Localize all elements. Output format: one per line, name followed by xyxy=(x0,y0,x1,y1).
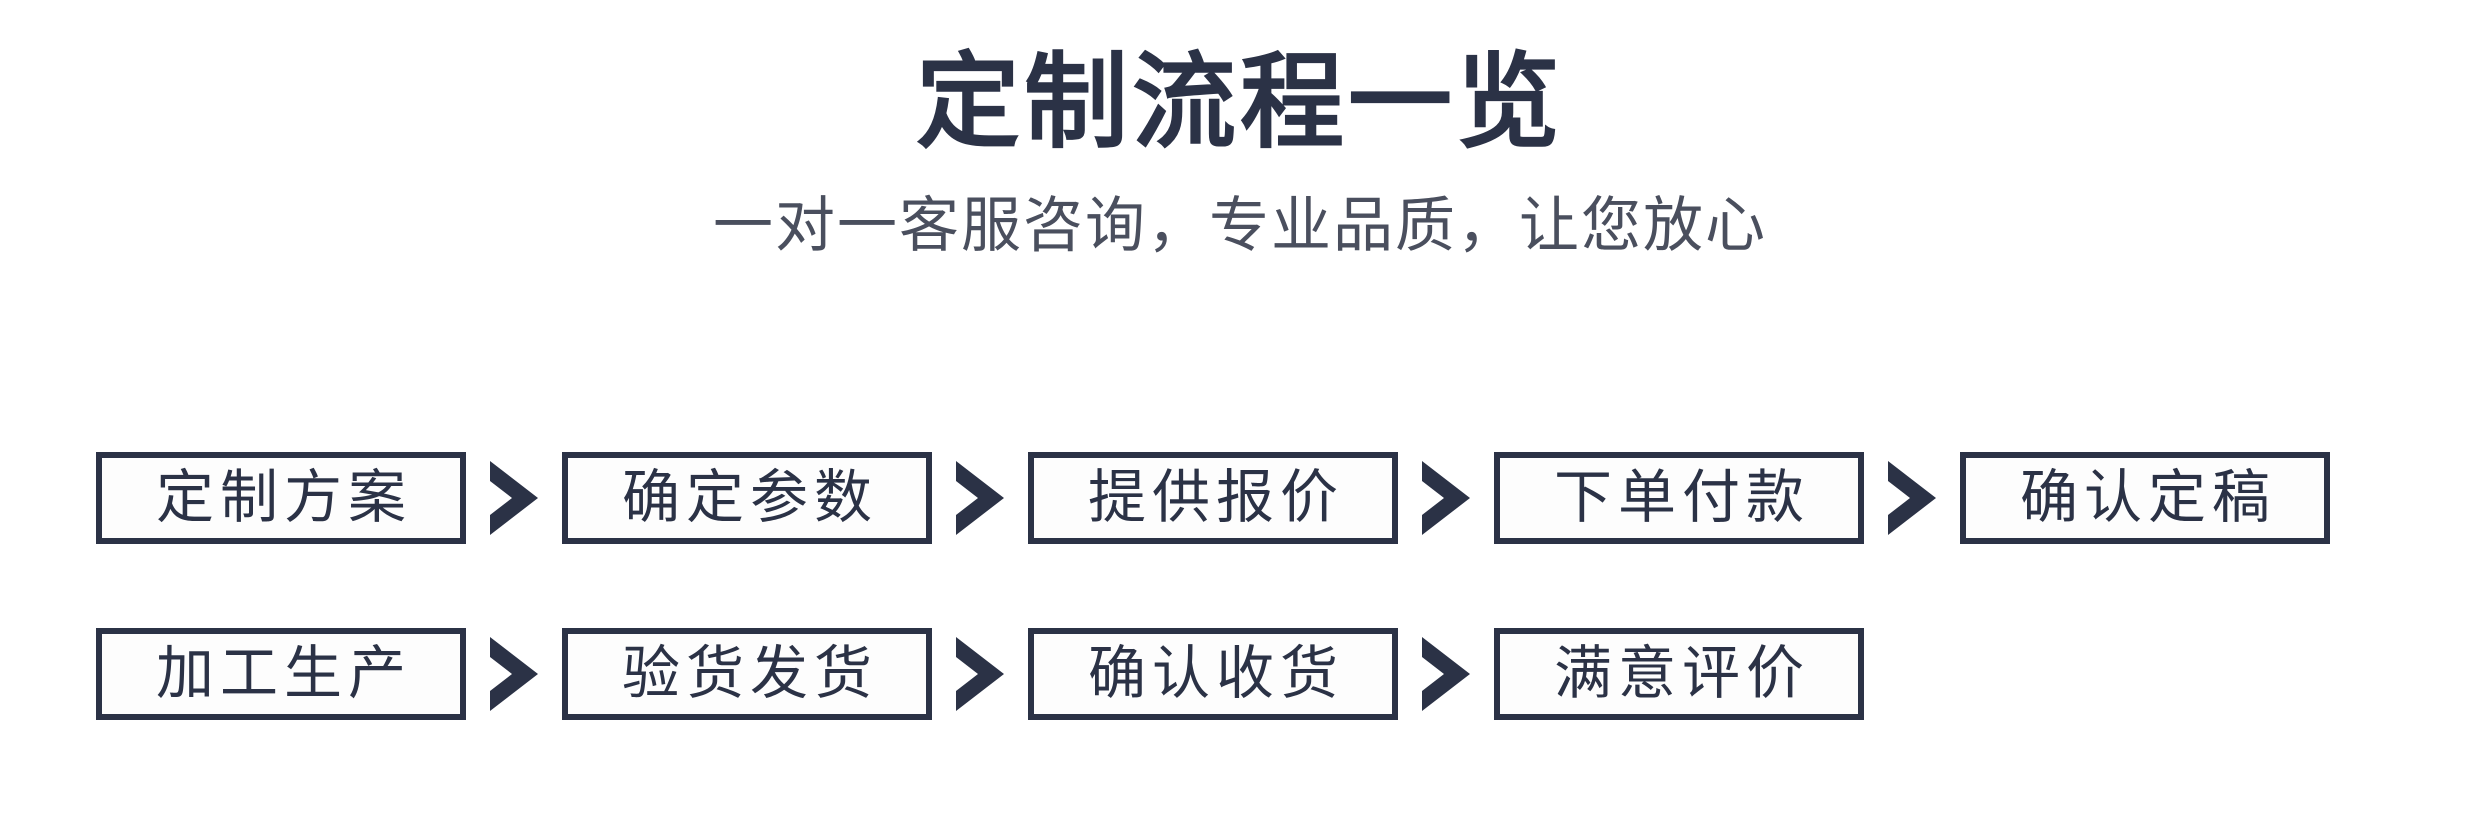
process-step-2[interactable]: 确定参数 xyxy=(562,452,932,544)
chevron-right-icon xyxy=(1398,452,1494,544)
page-subtitle: 一对一客服咨询，专业品质，让您放心 xyxy=(713,191,1767,259)
process-step-label: 确认收货 xyxy=(1087,641,1344,706)
process-step-3[interactable]: 提供报价 xyxy=(1028,452,1398,544)
process-step-label: 验货发货 xyxy=(621,641,878,706)
process-step-9[interactable]: 满意评价 xyxy=(1494,628,1864,720)
process-step-label: 确定参数 xyxy=(621,465,878,530)
heading-block: 定制流程一览 一对一客服咨询，专业品质，让您放心 xyxy=(0,0,2480,260)
page-title: 定制流程一览 xyxy=(915,45,1564,161)
process-step-6[interactable]: 加工生产 xyxy=(96,628,466,720)
chevron-right-icon xyxy=(1864,452,1960,544)
process-step-8[interactable]: 确认收货 xyxy=(1028,628,1398,720)
chevron-right-icon xyxy=(932,628,1028,720)
process-flow-row-1: 定制方案 确定参数 提供报价 xyxy=(96,452,2456,544)
process-step-5[interactable]: 确认定稿 xyxy=(1960,452,2330,544)
process-flow-row-2: 加工生产 验货发货 确认收货 xyxy=(96,628,2456,720)
process-step-7[interactable]: 验货发货 xyxy=(562,628,932,720)
chevron-right-icon xyxy=(1398,628,1494,720)
chevron-right-icon xyxy=(466,628,562,720)
process-step-label: 定制方案 xyxy=(155,465,412,530)
chevron-right-icon xyxy=(466,452,562,544)
process-flow: 定制方案 确定参数 提供报价 xyxy=(96,452,2456,720)
process-step-label: 下单付款 xyxy=(1553,465,1810,530)
process-step-label: 确认定稿 xyxy=(2019,465,2276,530)
chevron-right-icon xyxy=(932,452,1028,544)
process-step-label: 提供报价 xyxy=(1087,465,1344,530)
process-step-1[interactable]: 定制方案 xyxy=(96,452,466,544)
process-step-label: 满意评价 xyxy=(1553,641,1810,706)
process-step-4[interactable]: 下单付款 xyxy=(1494,452,1864,544)
process-step-label: 加工生产 xyxy=(155,641,412,706)
